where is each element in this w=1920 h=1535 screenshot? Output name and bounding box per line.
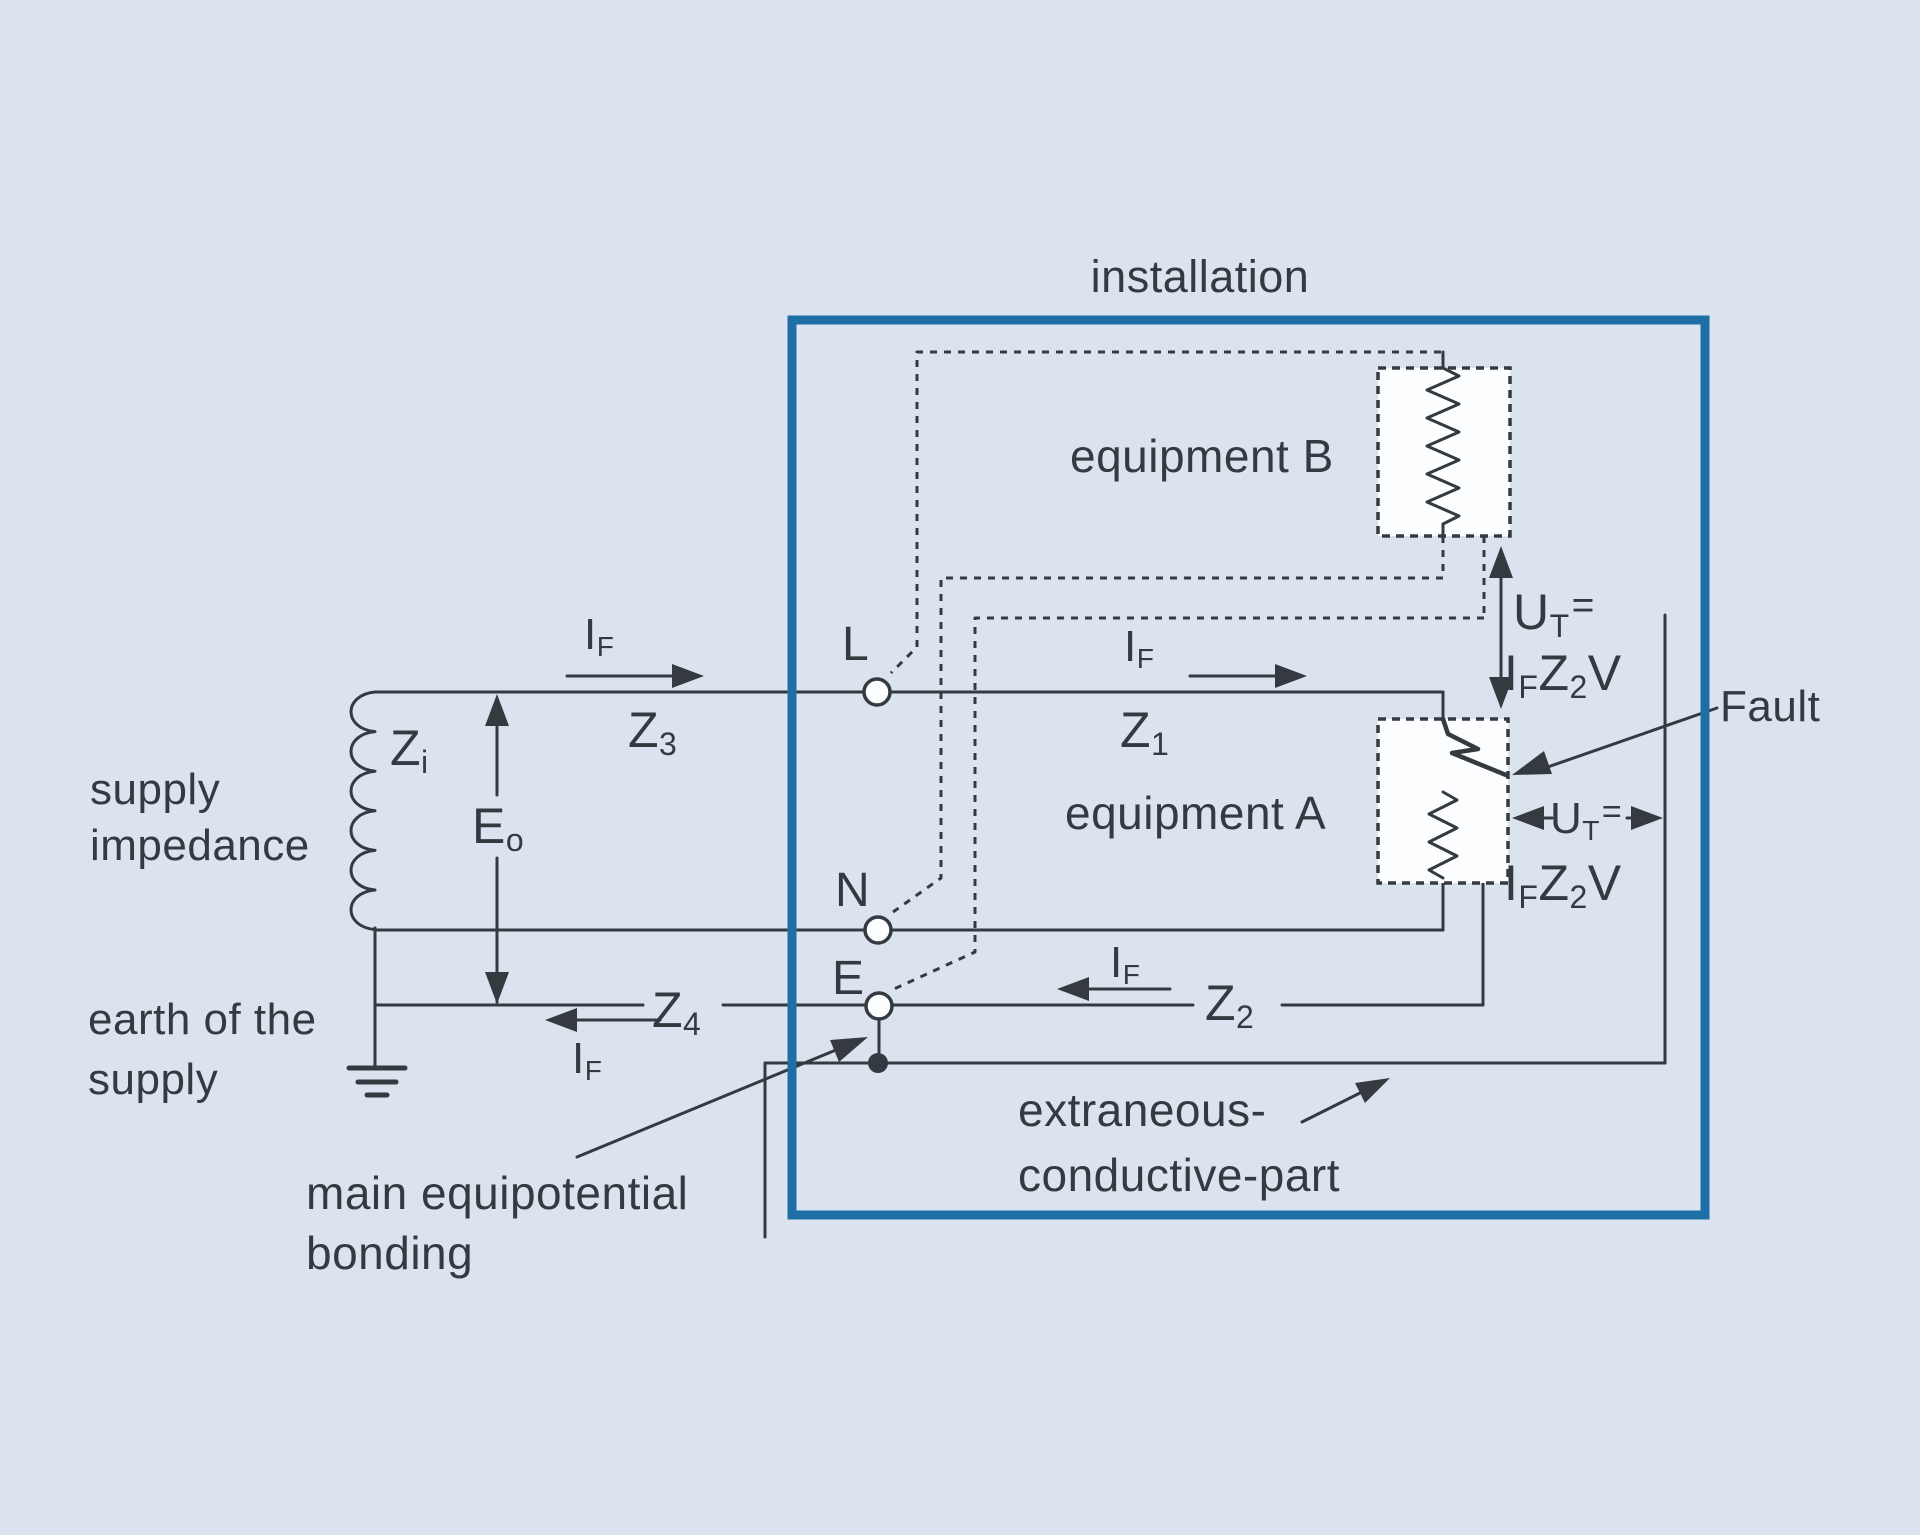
node-L-label: L [842, 618, 870, 671]
dashed-N-to-equipB [892, 576, 1443, 914]
ifz2v-label-equipA: IFZ2V [1504, 855, 1622, 915]
dashed-L-to-equipB [889, 350, 1441, 675]
connection-nodes [862, 677, 894, 1073]
fault-label: Fault [1720, 682, 1821, 731]
fault-bolt-icon [1440, 716, 1509, 778]
if-label-z2: IF [1110, 938, 1141, 990]
z1-label: Z1 [1120, 702, 1170, 762]
if-arrow-z4 [545, 1008, 662, 1032]
node-E-label: E [832, 952, 865, 1005]
supply-impedance-label: supply impedance [90, 765, 310, 870]
node-N-label: N [835, 864, 871, 917]
if-label-z3: IF [584, 610, 615, 662]
extraneous-pointer [1300, 1078, 1390, 1124]
z2-label: Z2 [1205, 975, 1255, 1035]
if-label-z1: IF [1124, 622, 1155, 674]
if-arrow-z2 [1057, 977, 1172, 1001]
if-arrow-z1 [1188, 664, 1307, 688]
equipment-b-resistor [1425, 350, 1461, 538]
equipment-a-label: equipment A [1065, 787, 1327, 839]
equipment-a-resistor [1427, 790, 1459, 880]
earth-of-supply-label: earth of the supply [88, 995, 317, 1104]
bonding-junction-dot [868, 1053, 888, 1073]
supply-coil [349, 690, 377, 932]
dashed-E-to-equipB [893, 616, 1484, 991]
fault-pointer [1512, 706, 1719, 775]
touch-voltage-arrow-vertical [1489, 546, 1513, 709]
conductors [373, 613, 1667, 1239]
ifz2v-label-equipB: IFZ2V [1504, 645, 1622, 705]
eo-voltage-arrow [485, 694, 509, 1004]
if-label-z4: IF [572, 1034, 603, 1086]
extraneous-part-label: extraneous- conductive-part [1018, 1084, 1340, 1201]
equipment-a-box [1376, 717, 1510, 885]
main-bonding-label: main equipotential bonding [306, 1167, 689, 1279]
node-L-terminal [862, 677, 892, 707]
dashed-circuit-paths [889, 350, 1486, 991]
eo-label: Eo [472, 798, 525, 858]
touch-voltage-arrow-horizontal [1512, 806, 1663, 830]
earth-ground-icon [346, 1065, 408, 1098]
if-arrow-z3 [565, 664, 704, 688]
equipment-b-label: equipment B [1070, 430, 1334, 482]
node-E-terminal [864, 991, 894, 1021]
installation-boundary [787, 315, 1710, 1220]
coil-winding [349, 690, 377, 932]
bonding-pointer [575, 1037, 868, 1159]
zi-label: Zi [390, 720, 429, 780]
annotation-pointers [575, 706, 1719, 1159]
ut-label-equipA: UT= [1550, 793, 1623, 846]
diagram-title: installation [1090, 251, 1310, 302]
z4-label: Z4 [652, 982, 702, 1042]
ut-label-equipB: UT= [1513, 584, 1595, 644]
z3-label: Z3 [628, 702, 678, 762]
node-N-terminal [863, 915, 893, 945]
current-arrows [545, 664, 1307, 1032]
